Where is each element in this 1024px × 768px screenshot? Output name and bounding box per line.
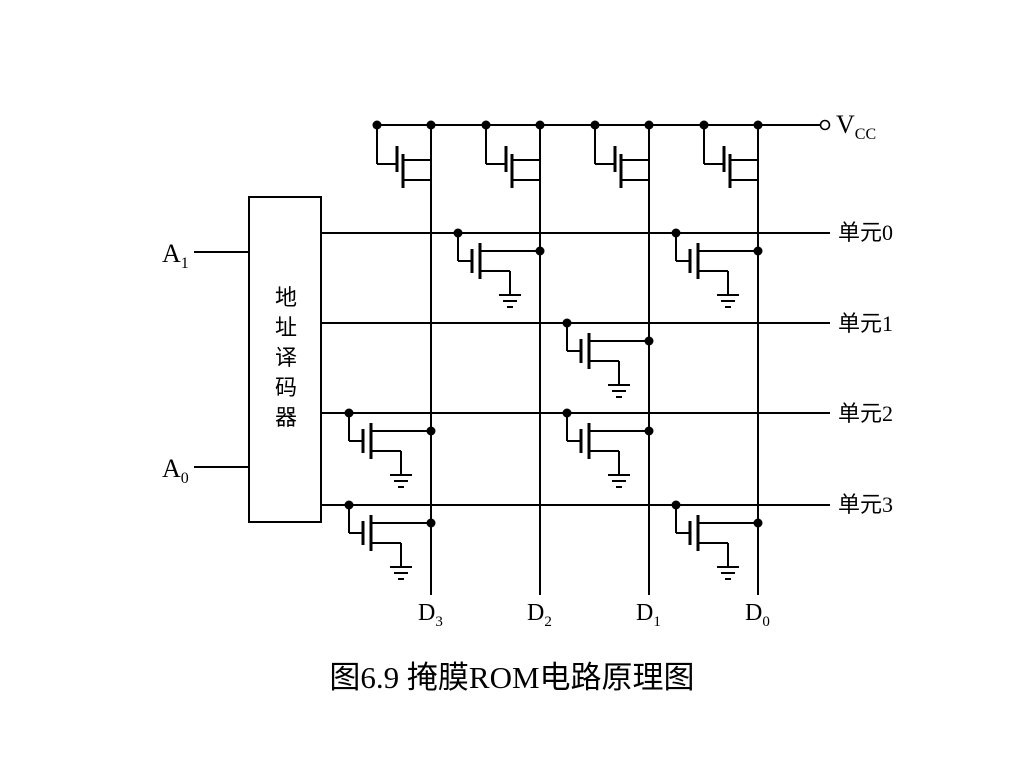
decoder-label-char: 器 — [275, 405, 297, 430]
pull-up-transistor — [594, 125, 649, 188]
word-line-junction-dot — [562, 318, 572, 328]
data-output-labels: D3 D2 D1 D0 — [418, 600, 770, 630]
vcc-junction-dot — [535, 120, 545, 130]
word-line-junction-dot — [344, 408, 354, 418]
vcc-junction-dot — [699, 120, 709, 130]
vcc-label: VCC — [836, 110, 876, 143]
vcc-junction-dot — [753, 120, 763, 130]
decoder-label-char: 译 — [275, 345, 297, 370]
ground-icon — [499, 294, 521, 308]
junction-dots-layer — [344, 120, 763, 528]
figure-caption: 图6.9 掩膜ROM电路原理图 — [329, 660, 694, 695]
bit-line-junction-dot — [753, 518, 763, 528]
storage-transistor — [566, 413, 649, 488]
ground-icon — [717, 566, 739, 580]
decoder-label-char: 码 — [275, 375, 297, 400]
bit-line-junction-dot — [753, 246, 763, 256]
vcc-junction-dot — [372, 120, 382, 130]
bit-line-junction-dot — [644, 336, 654, 346]
input-a0-label: A0 — [162, 454, 189, 487]
word-line-label-3: 单元3 — [838, 492, 893, 517]
storage-transistor — [457, 233, 540, 308]
ground-icon — [717, 294, 739, 308]
data-label-d2: D2 — [527, 600, 552, 630]
bit-line-junction-dot — [426, 426, 436, 436]
ground-icon — [390, 474, 412, 488]
transistor-layer — [348, 125, 758, 580]
storage-transistor — [675, 505, 758, 580]
bit-line-junction-dot — [644, 426, 654, 436]
storage-transistor — [675, 233, 758, 308]
word-line-junction-dot — [344, 500, 354, 510]
data-label-d1: D1 — [636, 600, 661, 630]
ground-icon — [608, 474, 630, 488]
word-line-junction-dot — [671, 500, 681, 510]
bit-line-junction-dot — [426, 518, 436, 528]
wiring-layer — [321, 124, 830, 595]
decoder-label-char: 地 — [275, 285, 297, 310]
ground-icon — [390, 566, 412, 580]
word-line-label-2: 单元2 — [838, 401, 893, 426]
pull-up-transistor — [485, 125, 540, 188]
data-label-d3: D3 — [418, 600, 443, 630]
data-label-d0: D0 — [745, 600, 770, 630]
word-line-labels: 单元0 单元1 单元2 单元3 — [838, 220, 893, 517]
vcc-junction-dot — [481, 120, 491, 130]
storage-transistor — [566, 323, 649, 398]
vcc-junction-dot — [426, 120, 436, 130]
word-line-label-1: 单元1 — [838, 311, 893, 336]
ground-icon — [608, 384, 630, 398]
word-line-junction-dot — [562, 408, 572, 418]
pull-up-transistor — [703, 125, 758, 188]
decoder-label-char: 址 — [275, 315, 297, 340]
storage-transistor — [348, 505, 431, 580]
storage-transistor — [348, 413, 431, 488]
word-line-junction-dot — [453, 228, 463, 238]
pull-up-transistor — [376, 125, 431, 188]
decoder-label: 地 址 译 码 器 — [275, 285, 297, 430]
address-decoder-box — [248, 196, 322, 523]
bit-line-junction-dot — [535, 246, 545, 256]
vcc-junction-dot — [590, 120, 600, 130]
vcc-terminal-icon — [819, 119, 831, 131]
word-line-label-0: 单元0 — [838, 220, 893, 245]
word-line-junction-dot — [671, 228, 681, 238]
input-a1-label: A1 — [162, 239, 189, 272]
vcc-junction-dot — [644, 120, 654, 130]
